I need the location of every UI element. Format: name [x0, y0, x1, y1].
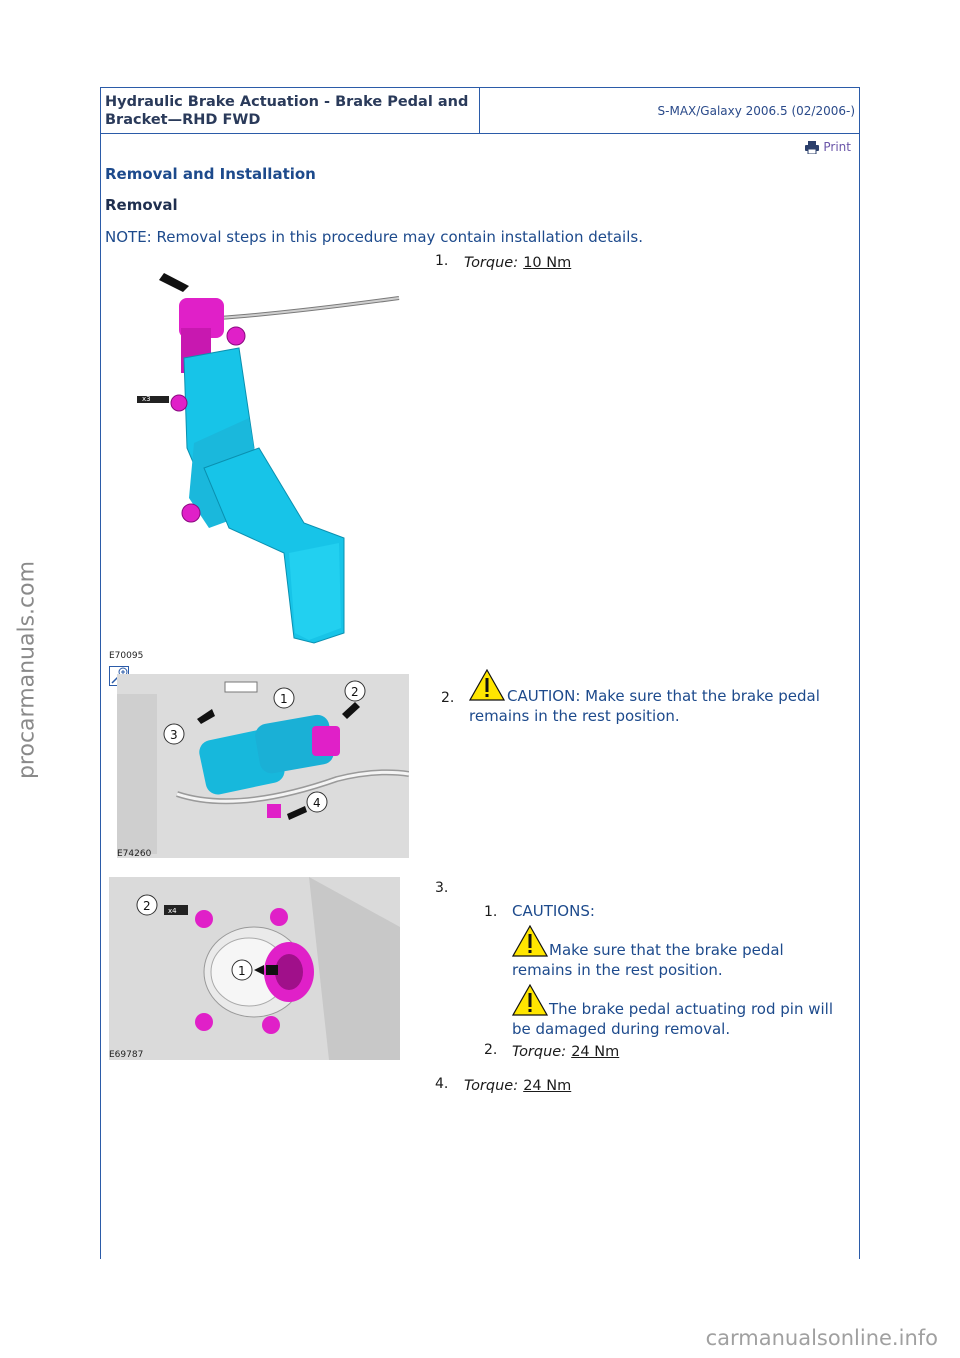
- callout-3: 3: [170, 728, 178, 742]
- accelerator-pedal-illustration: x3: [137, 273, 400, 644]
- print-label: Print: [823, 140, 851, 154]
- step-4-torque: Torque: 24 Nm: [464, 1075, 571, 1094]
- step-2-caution: CAUTION: Make sure that the brake pedal …: [469, 687, 820, 725]
- image-code: E74260: [117, 849, 152, 859]
- torque-value: 10 Nm: [523, 255, 572, 271]
- header-divider: [479, 88, 480, 133]
- subsection-title: Removal: [105, 196, 178, 214]
- warning-icon: [512, 925, 548, 957]
- page-title: Hydraulic Brake Actuation - Brake Pedal …: [105, 94, 469, 128]
- callout-2: 2: [143, 899, 151, 913]
- torque-label: Torque:: [512, 1044, 567, 1060]
- header: Hydraulic Brake Actuation - Brake Pedal …: [101, 88, 859, 134]
- callout-1: 1: [238, 964, 246, 978]
- image-code: E69787: [109, 1050, 144, 1060]
- document-frame: Hydraulic Brake Actuation - Brake Pedal …: [100, 87, 860, 1259]
- brake-booster-mount-illustration: 2 1 x4: [109, 877, 400, 1060]
- step-3-image: 2 1 x4 E69787: [109, 877, 400, 1060]
- callout-x3: x3: [142, 395, 151, 403]
- image-code: E70095: [109, 651, 144, 661]
- step-1-image: x3 E70095: [109, 268, 409, 663]
- print-button[interactable]: Print: [805, 140, 851, 154]
- brake-switch-illustration: 1 2 3 4: [117, 674, 410, 858]
- step-2-image: 1 2 3 4 E74260: [117, 674, 410, 859]
- torque-value: 24 Nm: [523, 1078, 572, 1094]
- warning-icon: [512, 984, 548, 1016]
- printer-icon: [805, 140, 820, 154]
- side-watermark: procarmanuals.com: [14, 560, 40, 780]
- caution-text: The brake pedal actuating rod pin will b…: [512, 1000, 833, 1038]
- warning-icon: [469, 669, 505, 701]
- step-3-sub-2-number: 2.: [484, 1042, 498, 1058]
- step-3-number: 3.: [435, 880, 449, 896]
- callout-x4: x4: [168, 907, 177, 915]
- step-1-torque: Torque: 10 Nm: [464, 252, 571, 271]
- model-label: S-MAX/Galaxy 2006.5 (02/2006-): [657, 104, 855, 118]
- cautions-label: CAUTIONS:: [512, 902, 595, 920]
- note-text: NOTE: Removal steps in this procedure ma…: [105, 228, 643, 246]
- callout-4: 4: [313, 796, 321, 810]
- caution-text: Make sure that the brake pedal remains i…: [512, 941, 784, 979]
- torque-label: Torque:: [464, 1078, 519, 1094]
- step-2-number: 2.: [441, 690, 455, 706]
- callout-1: 1: [280, 692, 288, 706]
- step-3-sub-2-torque: Torque: 24 Nm: [512, 1041, 619, 1060]
- step-4-number: 4.: [435, 1076, 449, 1092]
- bottom-watermark: carmanualsonline.info: [705, 1326, 938, 1350]
- torque-label: Torque:: [464, 255, 519, 271]
- step-1-number: 1.: [435, 253, 449, 269]
- section-title: Removal and Installation: [105, 165, 316, 183]
- step-3-sub-1-number: 1.: [484, 904, 498, 920]
- torque-value: 24 Nm: [571, 1044, 620, 1060]
- callout-2: 2: [351, 685, 359, 699]
